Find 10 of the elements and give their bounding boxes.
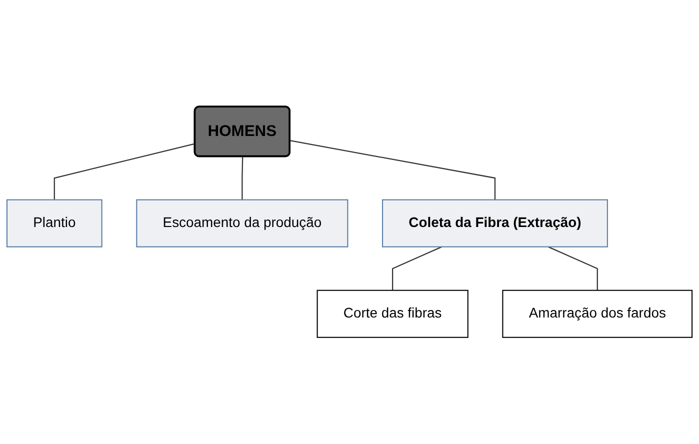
connector [548,246,598,290]
node-box: Coleta da Fibra (Extração) [382,199,608,248]
connector [242,156,244,200]
node-box: Corte das fibras [316,290,468,338]
node-box: Escoamento da produção [136,199,348,248]
connector [54,143,196,200]
node-box: Amarração dos fardos [502,290,693,338]
node-box: Plantio [6,199,102,248]
connector [290,140,496,200]
connector [392,246,442,290]
